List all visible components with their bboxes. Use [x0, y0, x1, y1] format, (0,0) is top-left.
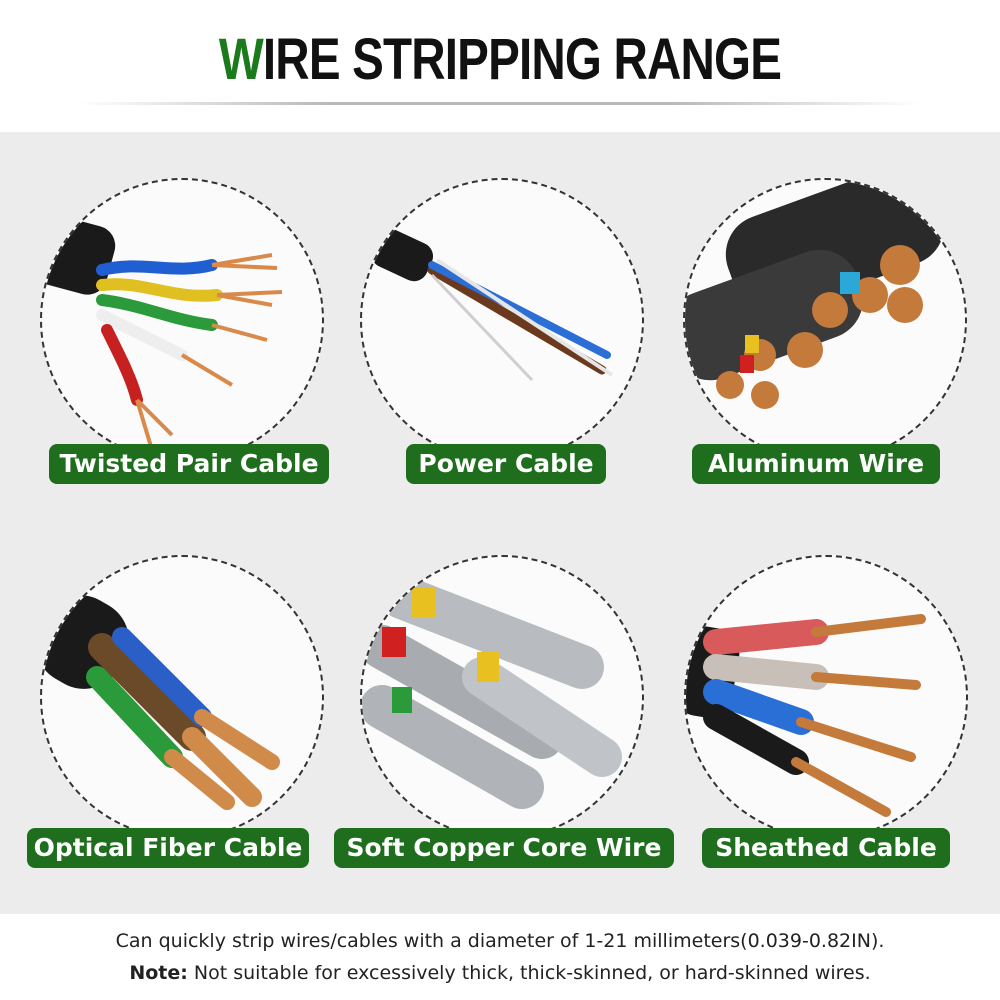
- twisted-pair-cable-photo: [40, 178, 324, 462]
- sheathed-cable-photo: [684, 555, 968, 839]
- aluminum-wire-photo: [683, 178, 967, 462]
- optical-fiber-cable-photo: [40, 555, 324, 839]
- label-aluminum-wire: Aluminum Wire: [692, 444, 940, 484]
- title-accent-letter: W: [218, 27, 264, 92]
- header-divider: [80, 102, 920, 105]
- label-power-cable: Power Cable: [406, 444, 606, 484]
- power-cable-photo: [360, 178, 644, 462]
- page-title: WIRE STRIPPING RANGE: [90, 26, 910, 93]
- footer: Can quickly strip wires/cables with a di…: [0, 925, 1000, 989]
- header: WIRE STRIPPING RANGE: [0, 0, 1000, 105]
- note-text: Not suitable for excessively thick, thic…: [187, 962, 871, 984]
- label-optical-fiber-cable: Optical Fiber Cable: [27, 828, 309, 868]
- footer-range-text: Can quickly strip wires/cables with a di…: [115, 930, 885, 952]
- footer-note: Note: Not suitable for excessively thick…: [0, 957, 1000, 989]
- soft-copper-core-wire-photo: [360, 555, 644, 839]
- label-soft-copper-core-wire: Soft Copper Core Wire: [334, 828, 674, 868]
- label-sheathed-cable: Sheathed Cable: [702, 828, 950, 868]
- label-twisted-pair-cable: Twisted Pair Cable: [49, 444, 329, 484]
- title-text: IRE STRIPPING RANGE: [262, 27, 782, 92]
- note-label: Note:: [129, 962, 188, 984]
